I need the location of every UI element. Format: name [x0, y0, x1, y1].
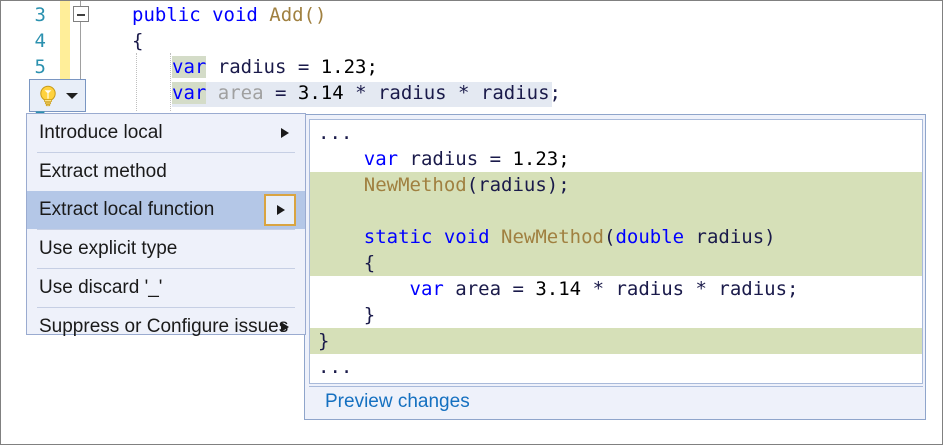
code-token: (radius);	[466, 174, 570, 196]
preview-row-context: ...	[310, 354, 922, 380]
menu-separator	[37, 307, 295, 308]
menu-item-label: Extract local function	[39, 199, 215, 220]
code-token	[318, 148, 364, 170]
menu-separator	[37, 152, 295, 153]
gutter-line-number: 4	[34, 30, 46, 52]
quick-actions-context-menu[interactable]: Introduce local Extract method Extract l…	[26, 113, 306, 337]
preview-row-text: }	[318, 302, 375, 328]
code-token: * radius * radius;	[343, 82, 561, 104]
code-token: }	[318, 304, 376, 326]
code-line-3: public void Add()	[132, 2, 326, 28]
code-token: var	[409, 278, 444, 300]
code-token: * radius * radius;	[581, 278, 799, 300]
preview-row-context: }	[310, 302, 922, 328]
code-token: 1.23;	[320, 56, 378, 78]
chevron-down-icon[interactable]	[66, 93, 78, 99]
gutter-line-number: 3	[34, 4, 46, 26]
preview-row-text: NewMethod(radius);	[318, 172, 570, 198]
preview-row-text: static void NewMethod(double radius)	[318, 224, 776, 250]
code-line-6: var area = 3.14 * radius * radius;	[172, 80, 561, 106]
code-line-4: {	[132, 28, 143, 54]
menu-item-label: Extract method	[39, 161, 167, 182]
code-token	[318, 174, 364, 196]
preview-changes-link[interactable]: Preview changes	[325, 391, 470, 412]
preview-diff-code: ... var radius = 1.23; NewMethod(radius)…	[309, 119, 923, 384]
menu-item-extract-local-function[interactable]: Extract local function	[27, 191, 305, 229]
code-token: radius =	[398, 148, 513, 170]
code-token: void	[443, 226, 502, 248]
menu-item-use-explicit-type[interactable]: Use explicit type	[27, 230, 305, 268]
quick-actions-lightbulb-button[interactable]	[29, 79, 86, 112]
menu-item-label: Use discard '_'	[39, 277, 163, 298]
code-token: 3.14	[535, 278, 582, 300]
code-line-5: var radius = 1.23;	[172, 54, 378, 80]
menu-item-label: Use explicit type	[39, 238, 178, 259]
menu-item-label: Introduce local	[39, 122, 163, 143]
preview-row-text: {	[318, 250, 375, 276]
menu-item-extract-method[interactable]: Extract method	[27, 153, 305, 191]
code-token: =	[263, 82, 298, 104]
code-token: area	[217, 82, 264, 104]
submenu-arrow-icon[interactable]	[264, 194, 296, 226]
code-token: {	[318, 252, 376, 274]
menu-separator	[37, 268, 295, 269]
menu-item-suppress-or-configure-issues[interactable]: Suppress or Configure issues	[27, 308, 305, 346]
submenu-arrow-icon	[281, 322, 289, 332]
menu-item-use-discard[interactable]: Use discard '_'	[27, 269, 305, 307]
code-token: void	[212, 4, 270, 26]
preview-row-added: }	[310, 328, 922, 354]
preview-row-text: }	[318, 328, 329, 354]
preview-row-text: ...	[318, 354, 352, 380]
lightbulb-icon	[40, 85, 56, 107]
quick-actions-preview-popup: ... var radius = 1.23; NewMethod(radius)…	[304, 114, 926, 420]
preview-row-text: ...	[318, 120, 352, 146]
code-token: 3.14	[297, 82, 344, 104]
code-token	[206, 82, 217, 104]
code-editor[interactable]: 3 4 5 6 7 8 public void Add() { var radi…	[2, 1, 942, 156]
code-token: ...	[318, 122, 353, 144]
code-token: static	[363, 226, 444, 248]
code-token	[318, 226, 364, 248]
code-token: var	[172, 82, 207, 104]
menu-item-label: Suppress or Configure issues	[39, 316, 289, 337]
preview-row-context: ...	[310, 120, 922, 146]
submenu-arrow-icon	[281, 128, 289, 138]
preview-row-added	[310, 198, 922, 224]
outlining-margin-line	[80, 1, 81, 111]
code-token: var	[363, 148, 399, 170]
selection-highlight	[172, 82, 552, 107]
code-token: double	[615, 226, 685, 248]
collapse-minus-icon[interactable]	[73, 6, 89, 22]
menu-separator	[37, 229, 295, 230]
preview-row-added: NewMethod(radius);	[310, 172, 922, 198]
code-token: (	[604, 226, 616, 248]
code-token: }	[318, 330, 330, 352]
preview-row-context: var area = 3.14 * radius * radius;	[310, 276, 922, 302]
preview-row-added: {	[310, 250, 922, 276]
preview-row-context: var radius = 1.23;	[310, 146, 922, 172]
change-tracking-bar	[60, 1, 70, 93]
code-token: Add()	[269, 4, 327, 26]
preview-row-text: var radius = 1.23;	[318, 146, 570, 172]
code-token: radius =	[206, 56, 321, 78]
code-token: {	[132, 30, 144, 52]
code-token: var	[172, 56, 207, 78]
indent-guide	[136, 53, 137, 111]
code-token: area =	[443, 278, 536, 300]
code-token: NewMethod	[501, 226, 604, 248]
code-token: public	[132, 4, 213, 26]
menu-item-introduce-local[interactable]: Introduce local	[27, 114, 305, 152]
code-token: 1.23;	[512, 148, 570, 170]
code-token: ...	[318, 356, 353, 378]
preview-row-added: static void NewMethod(double radius)	[310, 224, 922, 250]
code-token: radius)	[684, 226, 776, 248]
code-token: NewMethod	[363, 174, 467, 196]
preview-footer: Preview changes	[309, 386, 923, 417]
code-token	[318, 278, 410, 300]
indent-guide	[170, 53, 171, 111]
gutter-line-number: 5	[34, 56, 46, 78]
preview-row-text: var area = 3.14 * radius * radius;	[318, 276, 799, 302]
